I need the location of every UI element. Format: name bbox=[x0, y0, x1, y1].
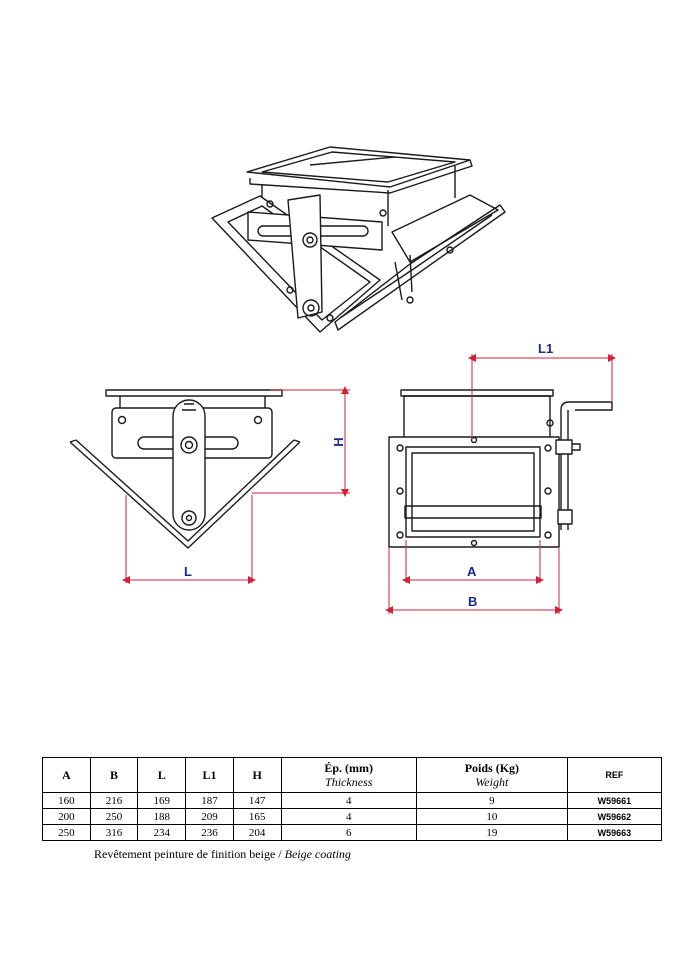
cell-weight: 9 bbox=[415, 792, 568, 809]
cell-l1: 236 bbox=[185, 824, 234, 841]
col-header-l: L bbox=[137, 757, 187, 793]
dimension-label-l: L bbox=[184, 564, 192, 579]
cell-ref: W59662 bbox=[566, 808, 663, 825]
dimension-label-a: A bbox=[467, 564, 477, 579]
col-header-l1: L1 bbox=[185, 757, 234, 793]
cell-h: 204 bbox=[232, 824, 282, 841]
cell-l: 169 bbox=[137, 792, 187, 809]
coating-note-en: Beige coating bbox=[284, 847, 351, 861]
cell-l1: 209 bbox=[185, 808, 234, 825]
front-view bbox=[69, 389, 301, 549]
cell-l1: 187 bbox=[185, 792, 234, 809]
cell-thickness: 4 bbox=[280, 792, 417, 809]
isometric-view bbox=[211, 146, 506, 333]
side-view bbox=[388, 389, 613, 548]
dimension-label-b: B bbox=[468, 594, 477, 609]
cell-thickness: 6 bbox=[280, 824, 417, 841]
cell-l: 234 bbox=[137, 824, 187, 841]
cell-h: 165 bbox=[232, 808, 282, 825]
cell-b: 216 bbox=[89, 792, 139, 809]
col-header-h: H bbox=[232, 757, 282, 793]
cell-l: 188 bbox=[137, 808, 187, 825]
col-header-weight: Poids (Kg)Weight bbox=[415, 757, 568, 793]
col-header-ref: REF bbox=[566, 757, 663, 793]
col-header-b: B bbox=[89, 757, 139, 793]
table-row: 160 216 169 187 147 4 9 W59661 bbox=[42, 792, 663, 809]
cell-a: 250 bbox=[42, 824, 91, 841]
dimensions bbox=[122, 354, 616, 614]
cell-h: 147 bbox=[232, 792, 282, 809]
col-header-thickness: Ép. (mm)Thickness bbox=[280, 757, 417, 793]
coating-note: Revêtement peinture de finition beige / … bbox=[94, 847, 351, 862]
cell-b: 316 bbox=[89, 824, 139, 841]
cell-b: 250 bbox=[89, 808, 139, 825]
specification-table: A B L L1 H Ép. (mm)Thickness Poids (Kg)W… bbox=[42, 757, 663, 841]
dimension-label-h: H bbox=[331, 437, 346, 446]
cell-ref: W59663 bbox=[566, 824, 663, 841]
col-header-a: A bbox=[42, 757, 91, 793]
dimension-label-l1: L1 bbox=[538, 341, 553, 356]
cell-ref: W59661 bbox=[566, 792, 663, 809]
table-row: 200 250 188 209 165 4 10 W59662 bbox=[42, 808, 663, 825]
table-row: 250 316 234 236 204 6 19 W59663 bbox=[42, 824, 663, 841]
cell-thickness: 4 bbox=[280, 808, 417, 825]
cell-weight: 19 bbox=[415, 824, 568, 841]
cell-weight: 10 bbox=[415, 808, 568, 825]
technical-drawing: L1 H L A B bbox=[69, 146, 616, 614]
coating-note-fr: Revêtement peinture de finition beige / bbox=[94, 847, 285, 861]
cell-a: 200 bbox=[42, 808, 91, 825]
cell-a: 160 bbox=[42, 792, 91, 809]
table-header-row: A B L L1 H Ép. (mm)Thickness Poids (Kg)W… bbox=[42, 757, 663, 793]
